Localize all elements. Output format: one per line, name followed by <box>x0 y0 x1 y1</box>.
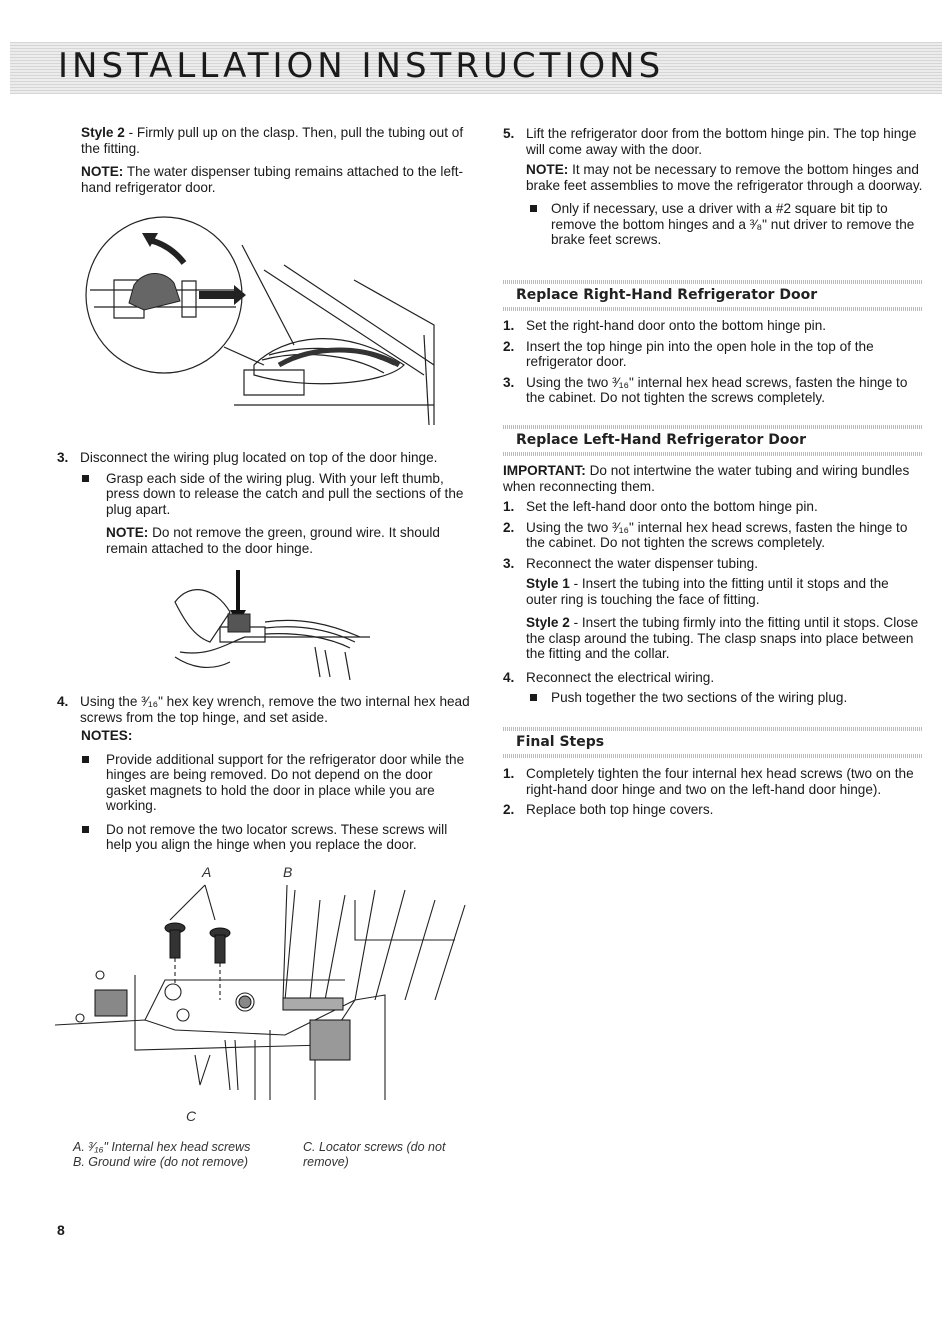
caption-c: C. Locator screws (do not remove) <box>303 1140 446 1169</box>
important-text: Do not intertwine the water tubing and w… <box>503 463 910 494</box>
header-banner <box>10 42 942 94</box>
notes-bullet-2: Do not remove the two locator screws. Th… <box>106 821 448 853</box>
note-label: NOTE: <box>526 162 569 177</box>
section3-steps: 1. Completely tighten the four internal h… <box>503 766 923 818</box>
figure-label-a: A <box>202 864 212 880</box>
section-rule <box>503 727 923 731</box>
note-text: It may not be necessary to remove the bo… <box>526 162 923 193</box>
section3-title: Final Steps <box>516 734 605 750</box>
section1-steps: 1. Set the right-hand door onto the botto… <box>503 318 923 406</box>
right-step5: 5. Lift the refrigerator door from the bo… <box>503 126 923 248</box>
section2-content: IMPORTANT: Do not intertwine the water t… <box>503 463 923 706</box>
section-rule <box>503 754 923 758</box>
style2-label-right: Style 2 <box>526 615 570 630</box>
step5-number: 5. <box>503 126 515 141</box>
section2-step4-bullet: Push together the two sections of the wi… <box>551 690 848 705</box>
section2-step4-number: 4. <box>503 669 515 685</box>
section-rule <box>503 280 923 284</box>
section2-step2-number: 2. <box>503 519 515 535</box>
section3-step2: Replace both top hinge covers. <box>526 802 714 817</box>
tubing-disconnect-illustration <box>85 216 435 426</box>
step4-number: 4. <box>57 694 69 709</box>
hinge-screws-illustration <box>55 884 466 1100</box>
style2-text: - Firmly pull up on the clasp. Then, pul… <box>81 125 464 156</box>
section2-step2: Using the two ³⁄₁₆" internal hex head sc… <box>526 519 908 551</box>
section2-step1-number: 1. <box>503 499 515 514</box>
bullet-marker <box>82 825 89 833</box>
section1-step3-number: 3. <box>503 374 515 390</box>
style2-text-right: - Insert the tubing firmly into the fitt… <box>526 615 919 661</box>
section2-step1: Set the left-hand door onto the bottom h… <box>526 499 818 514</box>
important-label: IMPORTANT: <box>503 463 586 478</box>
page-title: INSTALLATION INSTRUCTIONS <box>58 46 665 86</box>
section1-step2-number: 2. <box>503 338 515 354</box>
style1-text: - Insert the tubing into the fitting unt… <box>526 576 889 607</box>
bullet-marker <box>82 474 89 482</box>
section1-step2: Insert the top hinge pin into the open h… <box>526 338 874 370</box>
bullet-marker <box>530 694 537 701</box>
section3-step2-number: 2. <box>503 802 515 817</box>
bullet-marker <box>530 205 537 212</box>
step4-text: Using the ³⁄₁₆" hex key wrench, remove t… <box>80 694 470 725</box>
wiring-plug-illustration <box>174 570 370 681</box>
figure-label-c: C <box>186 1108 197 1124</box>
section1-step3: Using the two ³⁄₁₆" internal hex head sc… <box>526 374 908 406</box>
section2-step3-number: 3. <box>503 555 515 571</box>
step3-bullet: Grasp each side of the wiring plug. With… <box>106 470 464 517</box>
section3-step1-number: 1. <box>503 766 515 781</box>
section1-step1-number: 1. <box>503 318 515 333</box>
left-step4: 4. Using the ³⁄₁₆" hex key wrench, remove… <box>57 694 475 853</box>
section1-title: Replace Right-Hand Refrigerator Door <box>516 287 818 303</box>
caption-a: A. ³⁄₁₆" Internal hex head screws <box>73 1140 251 1154</box>
note1-text: The water dispenser tubing remains attac… <box>81 164 464 195</box>
step5-text: Lift the refrigerator door from the bott… <box>526 126 917 157</box>
note1-label: NOTE: <box>81 164 124 179</box>
style2-label: Style 2 <box>81 125 125 140</box>
note2-text: Do not remove the green, ground wire. It… <box>106 525 440 556</box>
caption-block-left: A. ³⁄₁₆" Internal hex head screws B. Gro… <box>73 1140 293 1170</box>
section-rule <box>503 307 923 311</box>
figure-label-b: B <box>283 864 293 880</box>
section2-step3: Reconnect the water dispenser tubing. <box>526 555 758 571</box>
section1-step1: Set the right-hand door onto the bottom … <box>526 318 827 333</box>
left-intro: Style 2 - Firmly pull up on the clasp. T… <box>81 125 475 203</box>
left-step3: 3. Disconnect the wiring plug located on … <box>57 450 475 556</box>
section3-step1: Completely tighten the four internal hex… <box>526 766 914 797</box>
bullet-marker <box>82 755 89 763</box>
section-rule <box>503 425 923 429</box>
section-rule <box>503 452 923 456</box>
notes-bullet-1: Provide additional support for the refri… <box>106 751 465 814</box>
caption-b: B. Ground wire (do not remove) <box>73 1155 249 1169</box>
step3-number: 3. <box>57 450 69 465</box>
section2-title: Replace Left-Hand Refrigerator Door <box>516 432 807 448</box>
note2-label: NOTE: <box>106 525 149 540</box>
notes-label: NOTES: <box>81 728 133 743</box>
section2-step4: Reconnect the electrical wiring. <box>526 669 715 685</box>
step3-text: Disconnect the wiring plug located on to… <box>80 450 438 465</box>
note-bullet: Only if necessary, use a driver with a #… <box>551 201 915 247</box>
style1-label: Style 1 <box>526 576 570 591</box>
page-number: 8 <box>57 1222 65 1238</box>
